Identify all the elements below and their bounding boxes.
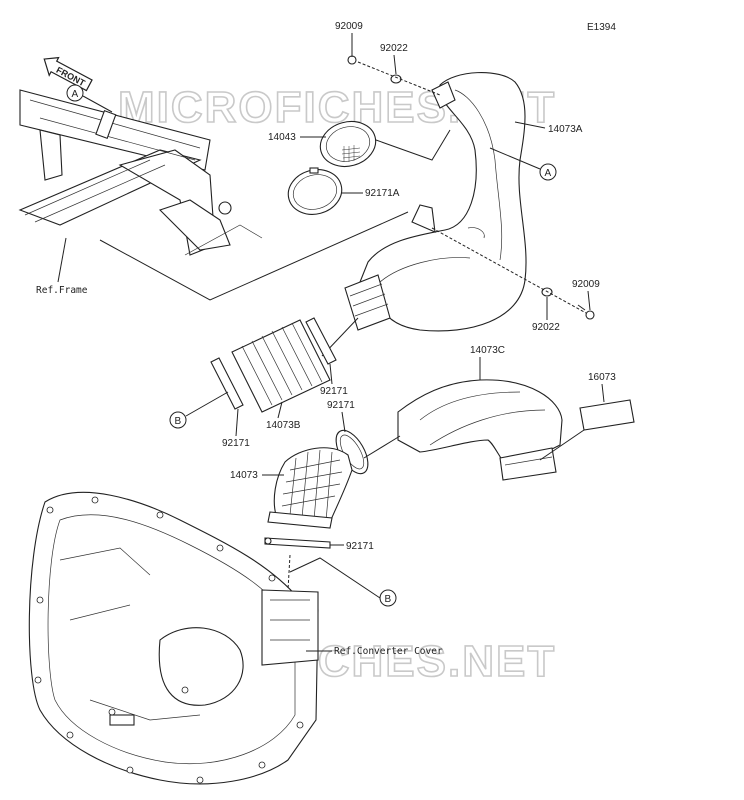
clamp-92171a bbox=[287, 167, 343, 215]
callout-b-lower-letter: B bbox=[385, 594, 392, 605]
elbow-14073 bbox=[267, 447, 353, 529]
callout-a-duct-letter: A bbox=[545, 168, 552, 179]
label-92171a: 92171A bbox=[365, 188, 400, 199]
clamp-to-elbow-line bbox=[363, 435, 401, 459]
label-16073: 16073 bbox=[588, 372, 616, 383]
label-92009-top: 92009 bbox=[335, 21, 363, 32]
frame-to-intake-line bbox=[99, 211, 409, 301]
clamp-92171-mid bbox=[305, 317, 337, 365]
ref-frame-label: Ref.Frame bbox=[36, 285, 88, 296]
label-sticker-16073 bbox=[579, 399, 635, 431]
callout-b-left-leader bbox=[185, 391, 229, 417]
leader-92171-left bbox=[235, 408, 239, 437]
label-92022-top: 92022 bbox=[380, 43, 408, 54]
label-14073b: 14073B bbox=[266, 420, 301, 431]
leader-14073b bbox=[277, 401, 283, 419]
callout-a-frame-leader bbox=[82, 95, 113, 113]
label-92171-lower: 92171 bbox=[346, 541, 374, 552]
duct-14073c bbox=[397, 379, 563, 481]
bolt-right-axis bbox=[431, 227, 587, 314]
callout-b-lower-leader bbox=[289, 557, 381, 599]
callout-b-left bbox=[169, 411, 187, 429]
duct-14073a bbox=[344, 72, 527, 332]
frame-reference bbox=[18, 89, 263, 256]
label-14073: 14073 bbox=[230, 470, 258, 481]
leader-14073a bbox=[514, 121, 546, 129]
ref-converter-label: Ref.Converter Cover bbox=[334, 646, 443, 657]
callout-a-duct-leader bbox=[489, 147, 541, 170]
diagram-id: E1394 bbox=[587, 22, 616, 33]
label-92022-right: 92022 bbox=[532, 322, 560, 333]
filter-to-duct-line bbox=[375, 129, 451, 161]
label-14043: 14043 bbox=[268, 132, 296, 143]
boot-14073b bbox=[231, 319, 331, 413]
callout-a-frame bbox=[66, 84, 84, 102]
clamp-92171-left bbox=[210, 357, 244, 410]
ref-frame-leader bbox=[57, 237, 67, 283]
label-92009-right: 92009 bbox=[572, 279, 600, 290]
sticker-to-duct-line bbox=[539, 429, 585, 461]
label-92171-mid: 92171 bbox=[320, 386, 348, 397]
callout-a-duct bbox=[539, 163, 557, 181]
clamp-92171-lower bbox=[264, 537, 331, 549]
leader-92171-upper bbox=[341, 411, 346, 433]
bolt-92009-right bbox=[577, 304, 595, 320]
front-arrow: FRONT bbox=[43, 56, 93, 92]
label-92171-left: 92171 bbox=[222, 438, 250, 449]
leader-92022-top bbox=[393, 54, 397, 75]
filter-14043 bbox=[319, 120, 377, 168]
callout-b-left-letter: B bbox=[175, 416, 182, 427]
callout-a-frame-letter: A bbox=[72, 89, 79, 100]
elbow-to-cover-axis bbox=[287, 554, 291, 591]
converter-cover-reference bbox=[28, 491, 319, 785]
bolt-92009-top bbox=[347, 50, 357, 65]
label-14073a: 14073A bbox=[548, 124, 583, 135]
label-92171-upper: 92171 bbox=[327, 400, 355, 411]
label-14073c: 14073C bbox=[470, 345, 505, 356]
leader-16073 bbox=[601, 383, 605, 403]
leader-92171-mid bbox=[329, 363, 333, 385]
leader-92009-right bbox=[587, 290, 591, 311]
